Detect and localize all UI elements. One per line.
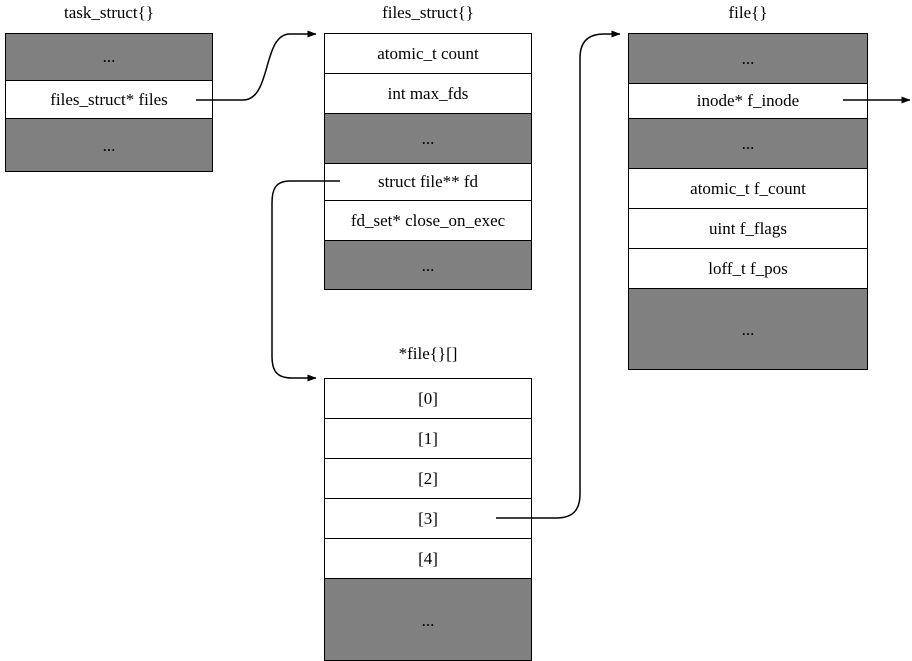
title-task-struct: task_struct{} xyxy=(64,3,154,22)
struct-row-task-filler-top: ... xyxy=(6,34,212,81)
struct-row-array-1: [1] xyxy=(325,419,531,459)
struct-row-int-max-fds: int max_fds xyxy=(325,74,531,114)
struct-row-array-0: [0] xyxy=(325,379,531,419)
struct-box-task-struct: ... files_struct* files ... xyxy=(5,33,213,172)
struct-row-task-filler-bottom: ... xyxy=(6,119,212,171)
struct-row-inode-f-inode: inode* f_inode xyxy=(629,84,867,119)
struct-row-files-filler-bottom: ... xyxy=(325,241,531,289)
struct-row-files-filler-mid: ... xyxy=(325,114,531,164)
struct-box-files-struct: atomic_t count int max_fds ... struct fi… xyxy=(324,33,532,290)
struct-row-array-filler: ... xyxy=(325,579,531,660)
struct-row-atomic-t-count: atomic_t count xyxy=(325,34,531,74)
struct-row-loff-t-f-pos: loff_t f_pos xyxy=(629,249,867,289)
struct-row-files-struct-pointer: files_struct* files xyxy=(6,81,212,119)
struct-row-array-4: [4] xyxy=(325,539,531,579)
title-files-struct: files_struct{} xyxy=(382,3,474,22)
struct-row-struct-file-fd: struct file** fd xyxy=(325,164,531,201)
arrow-files-struct-pointer xyxy=(196,30,317,101)
struct-row-atomic-t-f-count: atomic_t f_count xyxy=(629,169,867,209)
struct-row-fd-set-close-on-exec: fd_set* close_on_exec xyxy=(325,201,531,241)
title-file: file{} xyxy=(728,3,768,22)
struct-row-array-3: [3] xyxy=(325,499,531,539)
struct-box-file-array: [0] [1] [2] [3] [4] ... xyxy=(324,378,532,661)
struct-box-file: ... inode* f_inode ... atomic_t f_count … xyxy=(628,33,868,370)
struct-row-array-2: [2] xyxy=(325,459,531,499)
title-file-array: *file{}[] xyxy=(398,344,458,363)
struct-row-uint-f-flags: uint f_flags xyxy=(629,209,867,249)
struct-row-file-filler-mid: ... xyxy=(629,119,867,169)
struct-row-file-filler-top: ... xyxy=(629,34,867,84)
struct-row-file-filler-bottom: ... xyxy=(629,289,867,369)
